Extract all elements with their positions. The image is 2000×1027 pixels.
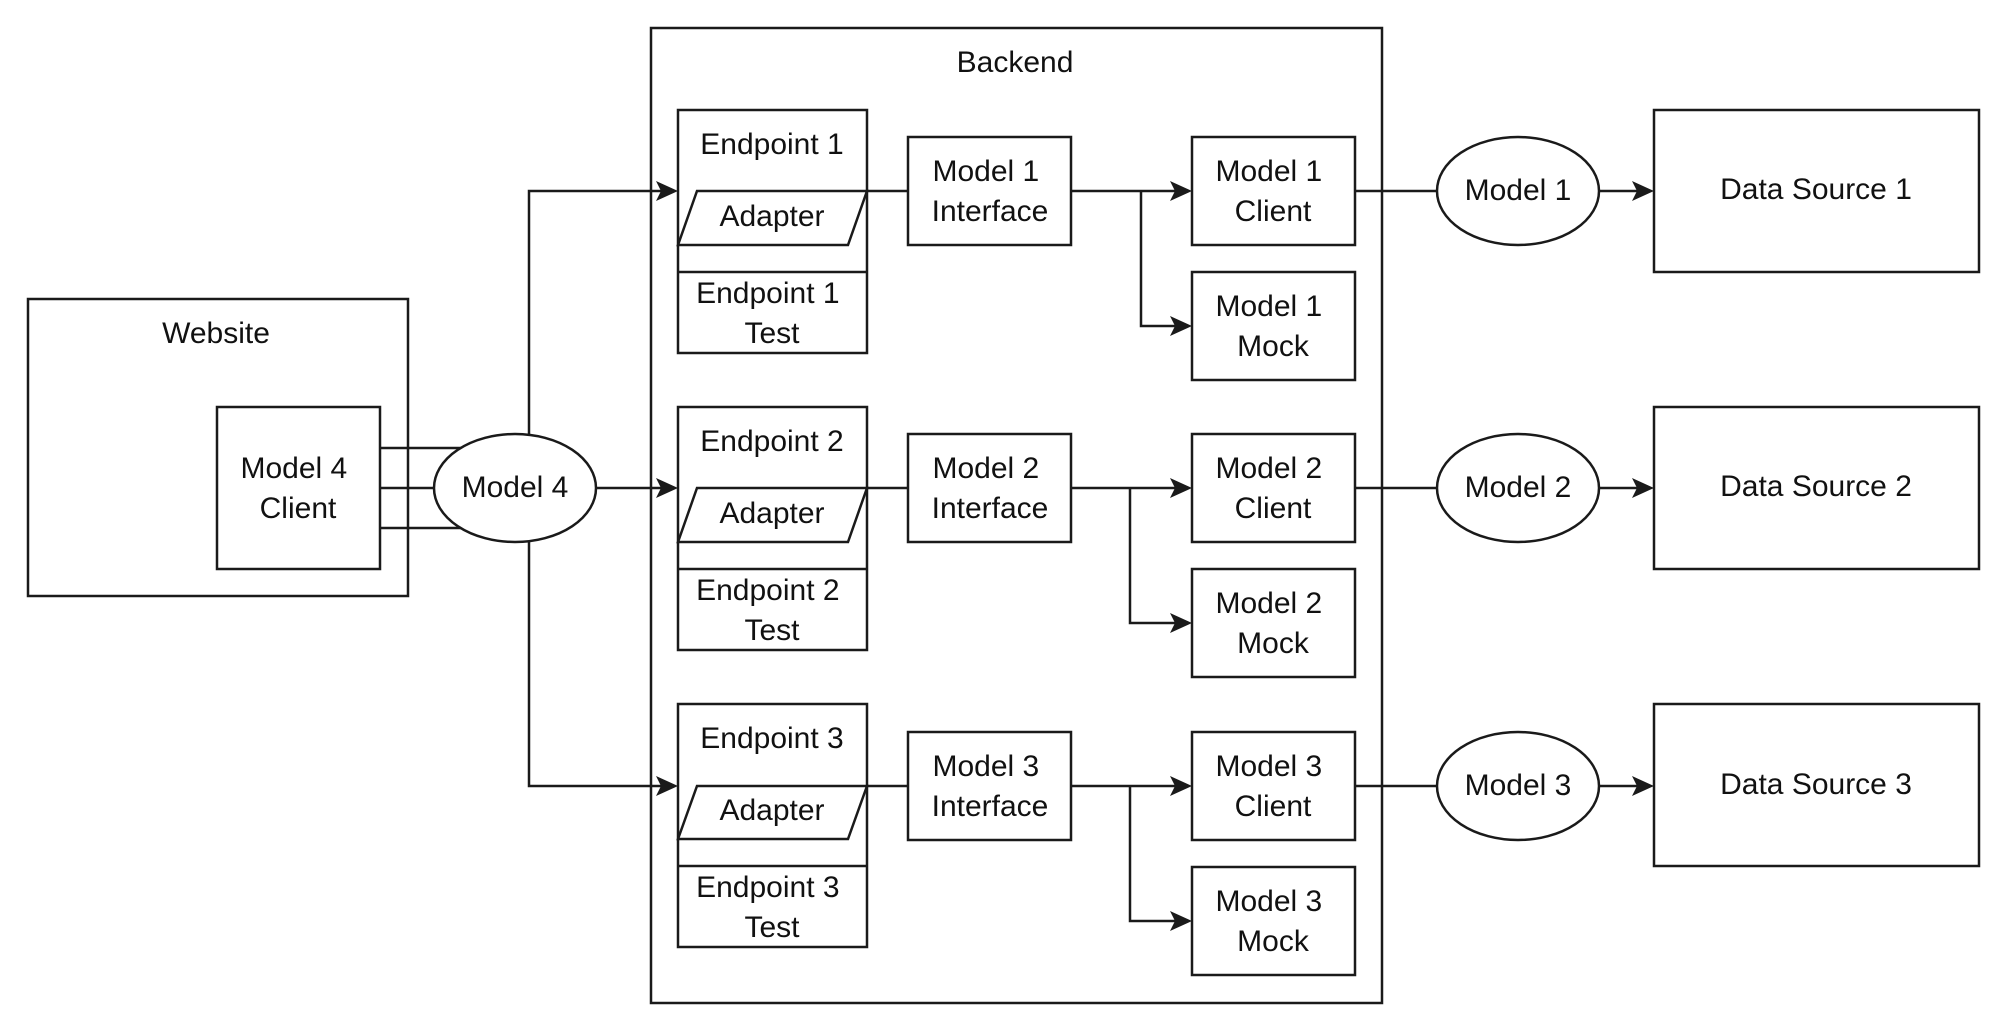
model-2-interface-box: Model 2 Interface	[906, 432, 1073, 544]
model-2-interface-label: Model 2 Interface	[932, 452, 1049, 525]
model-3-ellipse-label: Model 3	[1465, 769, 1572, 802]
gateway-endpoint-links	[527, 181, 678, 796]
endpoint-1-test-label: Endpoint 1 Test	[696, 277, 848, 350]
website-container: Website Model 4 Client	[26, 297, 410, 598]
data-source-1-label: Data Source 1	[1720, 173, 1912, 206]
data-source-1-box: Data Source 1	[1652, 108, 1981, 274]
endpoint-2-stack: Endpoint 2 Adapter Endpoint 2 Test	[676, 405, 869, 652]
model-3-client-box: Model 3 Client	[1190, 730, 1357, 842]
adapter-1-label: Adapter	[719, 200, 824, 233]
model-1-client-box: Model 1 Client	[1190, 135, 1357, 247]
model-3-interface-label: Model 3 Interface	[932, 750, 1049, 823]
model-1-client-label: Model 1 Client	[1215, 155, 1330, 228]
data-source-3-box: Data Source 3	[1652, 702, 1981, 868]
model-3-interface-box: Model 3 Interface	[906, 730, 1073, 842]
adapter-3-shape	[676, 784, 869, 841]
model-4-gateway-label: Model 4	[462, 471, 569, 504]
client-gateway-links	[380, 446, 462, 530]
model-2-ellipse-label: Model 2	[1465, 471, 1572, 504]
model-3-client-label: Model 3 Client	[1215, 750, 1330, 823]
model-3-mock-box: Model 3 Mock	[1190, 865, 1357, 977]
adapter-2-shape	[676, 486, 869, 544]
endpoint-3-test-label: Endpoint 3 Test	[696, 871, 848, 944]
model-1-interface-box: Model 1 Interface	[906, 135, 1073, 247]
data-source-3-label: Data Source 3	[1720, 768, 1912, 801]
external-models: Model 1 Data Source 1 Model 2 Data Sourc…	[1355, 108, 1981, 868]
model-4-gateway: Model 4	[432, 432, 598, 544]
endpoint-2-test-label: Endpoint 2 Test	[696, 574, 848, 647]
endpoint-3-label: Endpoint 3	[700, 722, 843, 755]
endpoint-1-label: Endpoint 1	[700, 128, 843, 161]
endpoint-1-stack: Endpoint 1 Adapter Endpoint 1 Test	[676, 108, 869, 355]
endpoint-2-label: Endpoint 2	[700, 425, 843, 458]
model-1-mock-box: Model 1 Mock	[1190, 270, 1357, 382]
website-title: Website	[162, 317, 270, 350]
data-source-2-label: Data Source 2	[1720, 470, 1912, 503]
model-1-mock-label: Model 1 Mock	[1215, 290, 1330, 363]
model-3-mock-label: Model 3 Mock	[1215, 885, 1330, 958]
backend-group-1: Endpoint 1 Adapter Endpoint 1 Test Model…	[676, 108, 1357, 382]
model-2-mock-box: Model 2 Mock	[1190, 567, 1357, 679]
endpoint-3-stack: Endpoint 3 Adapter Endpoint 3 Test	[676, 702, 869, 949]
model-2-client-label: Model 2 Client	[1215, 452, 1330, 525]
adapter-2-label: Adapter	[719, 497, 824, 530]
backend-title: Backend	[957, 46, 1074, 79]
model-1-interface-label: Model 1 Interface	[932, 155, 1049, 228]
model-2-mock-label: Model 2 Mock	[1215, 587, 1330, 660]
model-2-client-box: Model 2 Client	[1190, 432, 1357, 544]
backend-container: Backend	[649, 26, 1384, 1005]
model-1-ellipse: Model 1	[1435, 135, 1601, 247]
model-1-ellipse-label: Model 1	[1465, 174, 1572, 207]
backend-group-3: Endpoint 3 Adapter Endpoint 3 Test Model…	[676, 702, 1357, 977]
model-4-client-box: Model 4 Client	[215, 405, 382, 571]
data-source-2-box: Data Source 2	[1652, 405, 1981, 571]
model-2-ellipse: Model 2	[1435, 432, 1601, 544]
model-3-ellipse: Model 3	[1435, 730, 1601, 842]
adapter-1-shape	[676, 189, 869, 247]
backend-group-2: Endpoint 2 Adapter Endpoint 2 Test Model…	[676, 405, 1357, 679]
adapter-3-label: Adapter	[719, 794, 824, 827]
model-4-client-label: Model 4 Client	[240, 452, 355, 525]
